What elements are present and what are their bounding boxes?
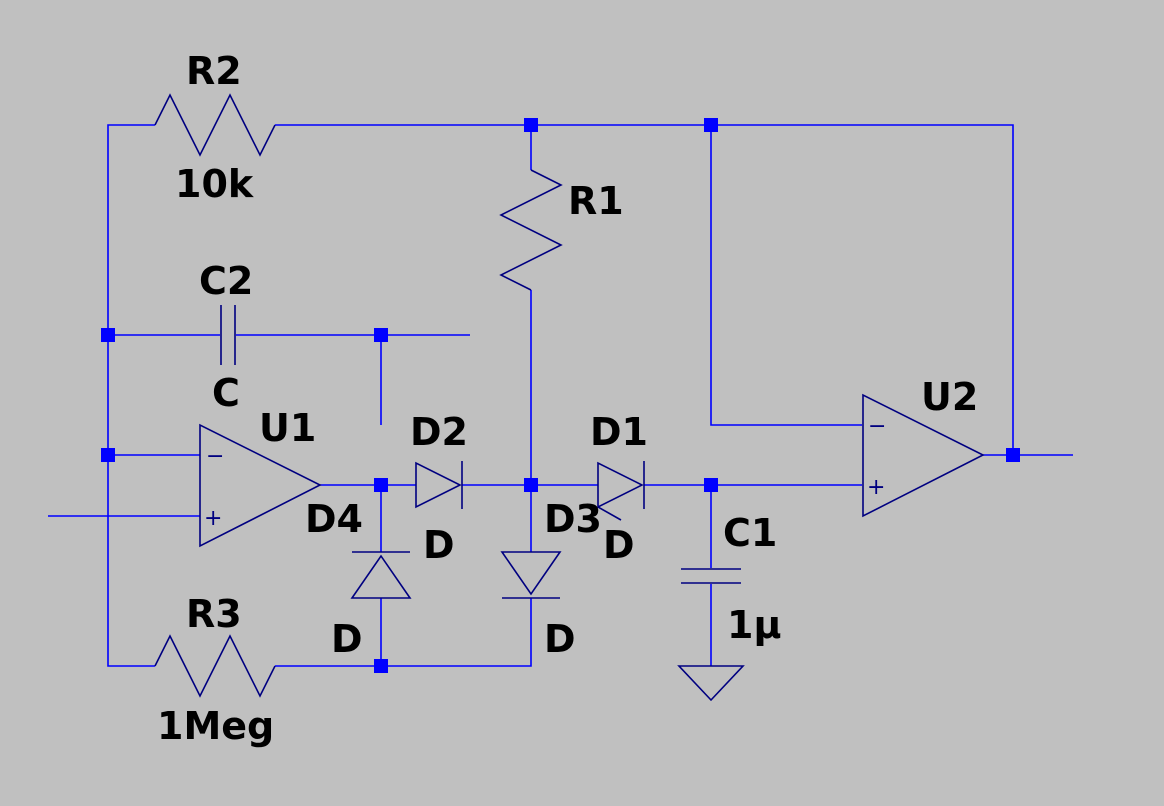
resistor-r1[interactable] [499, 169, 563, 291]
opamp-u2[interactable] [862, 393, 985, 518]
diode-d3[interactable] [500, 551, 562, 599]
u2-name-label: U2 [921, 375, 978, 419]
resistor-r3[interactable] [154, 634, 276, 698]
d1-name-label: D1 [590, 410, 648, 454]
pin-signs: − + − + [204, 414, 886, 531]
c1-name-label: C1 [723, 511, 777, 555]
capacitor-c2[interactable] [220, 305, 236, 365]
junction-dot [524, 478, 538, 492]
r3-value-label: 1Meg [157, 704, 274, 748]
u2-plus-sign: + [867, 475, 885, 500]
wire-top-rail[interactable] [275, 124, 1014, 455]
d1-value-label: D [603, 523, 635, 567]
junction-dot [704, 118, 718, 132]
u1-minus-sign: − [206, 444, 224, 469]
r2-name-label: R2 [186, 49, 242, 93]
wire-left-vertical-bottom[interactable] [107, 455, 155, 667]
d3-value-label: D [544, 617, 576, 661]
capacitor-c1[interactable] [681, 568, 741, 584]
d4-name-label: D4 [305, 497, 363, 541]
junction-dot [1006, 448, 1020, 462]
diode-d4[interactable] [350, 551, 412, 599]
c2-value-label: C [212, 371, 240, 415]
u1-plus-sign: + [204, 506, 222, 531]
junction-dot [101, 448, 115, 462]
r2-value-label: 10k [175, 162, 254, 206]
opamp-u1[interactable] [199, 423, 322, 548]
junction-dot [101, 328, 115, 342]
components [154, 93, 985, 702]
d4-value-label: D [331, 617, 363, 661]
d2-name-label: D2 [410, 410, 468, 454]
diode-d1[interactable] [597, 461, 645, 521]
junctions [101, 118, 1020, 673]
junction-dot [374, 659, 388, 673]
resistor-r2[interactable] [154, 93, 276, 157]
junction-dot [524, 118, 538, 132]
junction-dot [374, 328, 388, 342]
wire-left-vertical-top[interactable] [107, 124, 155, 455]
junction-dot [374, 478, 388, 492]
wire-bottom-rail[interactable] [275, 598, 532, 667]
c2-name-label: C2 [199, 259, 253, 303]
junction-dot [704, 478, 718, 492]
r3-name-label: R3 [186, 592, 242, 636]
labels: R2 10k R1 C2 C U1 D2 D1 U2 D4 D D3 D C1 … [157, 49, 978, 748]
diode-d2[interactable] [415, 461, 463, 509]
u2-minus-sign: − [868, 414, 886, 439]
u1-name-label: U1 [259, 406, 316, 450]
d2-value-label: D [423, 523, 455, 567]
c1-value-label: 1µ [727, 603, 781, 647]
ground-symbol [677, 665, 745, 702]
d3-name-label: D3 [544, 497, 602, 541]
r1-name-label: R1 [568, 179, 624, 223]
wire-u2-minus-feedback[interactable] [710, 125, 862, 426]
